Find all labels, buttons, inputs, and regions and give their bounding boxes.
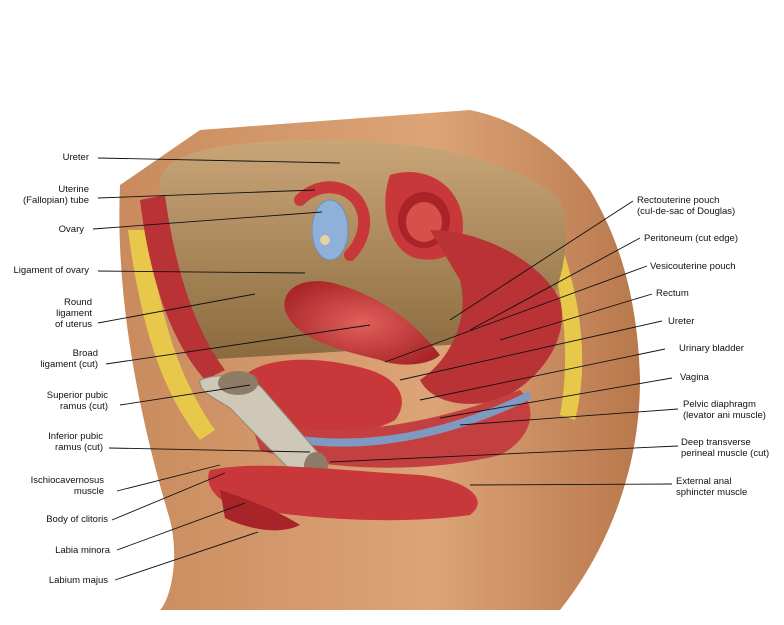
label-labium-majus: Labium majus	[48, 575, 108, 586]
uterine-tube-shape	[294, 181, 371, 261]
label-ureter-left: Ureter	[62, 152, 89, 163]
label-ligament-of-ovary: Ligament of ovary	[13, 265, 89, 276]
leader-lines	[92, 157, 679, 581]
ovary-shape	[311, 199, 349, 261]
label-ischiocavernosus: Ischiocavernosus muscle	[30, 475, 104, 497]
label-round-ligament: Round ligament of uterus	[55, 297, 92, 330]
fat-layer-left	[128, 230, 215, 440]
label-inferior-pubic-ramus: Inferior pubic ramus (cut)	[48, 431, 103, 453]
label-pelvic-diaphragm: Pelvic diaphragm (levator ani muscle)	[683, 399, 766, 421]
label-peritoneum: Peritoneum (cut edge)	[644, 233, 738, 244]
labia	[220, 490, 300, 531]
label-vesicouterine-pouch: Vesicouterine pouch	[650, 261, 736, 272]
label-rectum: Rectum	[656, 288, 689, 299]
uterus-shape	[284, 281, 440, 365]
label-body-of-clitoris: Body of clitoris	[46, 514, 108, 525]
abdominal-wall-muscle	[140, 195, 225, 380]
label-vagina: Vagina	[680, 372, 709, 383]
label-rectouterine-pouch: Rectouterine pouch (cul-de-sac of Dougla…	[637, 195, 736, 217]
label-uterine-tube: Uterine (Fallopian) tube	[22, 184, 89, 206]
pelvic-floor	[250, 390, 531, 468]
label-urinary-bladder: Urinary bladder	[679, 343, 744, 354]
label-deep-transverse: Deep transverse perineal muscle (cut)	[681, 437, 770, 459]
fat-layer-right	[548, 240, 583, 420]
label-ovary: Ovary	[58, 224, 84, 235]
rectum-posterior	[420, 230, 562, 404]
label-external-anal: External anal sphincter muscle	[676, 476, 748, 498]
label-broad-ligament: Broad ligament (cut)	[40, 348, 98, 370]
label-ureter-right: Ureter	[668, 316, 695, 327]
label-labia-minora: Labia minora	[55, 545, 110, 556]
perineum-muscles	[208, 465, 478, 521]
label-superior-pubic-ramus: Superior pubic ramus (cut)	[46, 390, 108, 412]
